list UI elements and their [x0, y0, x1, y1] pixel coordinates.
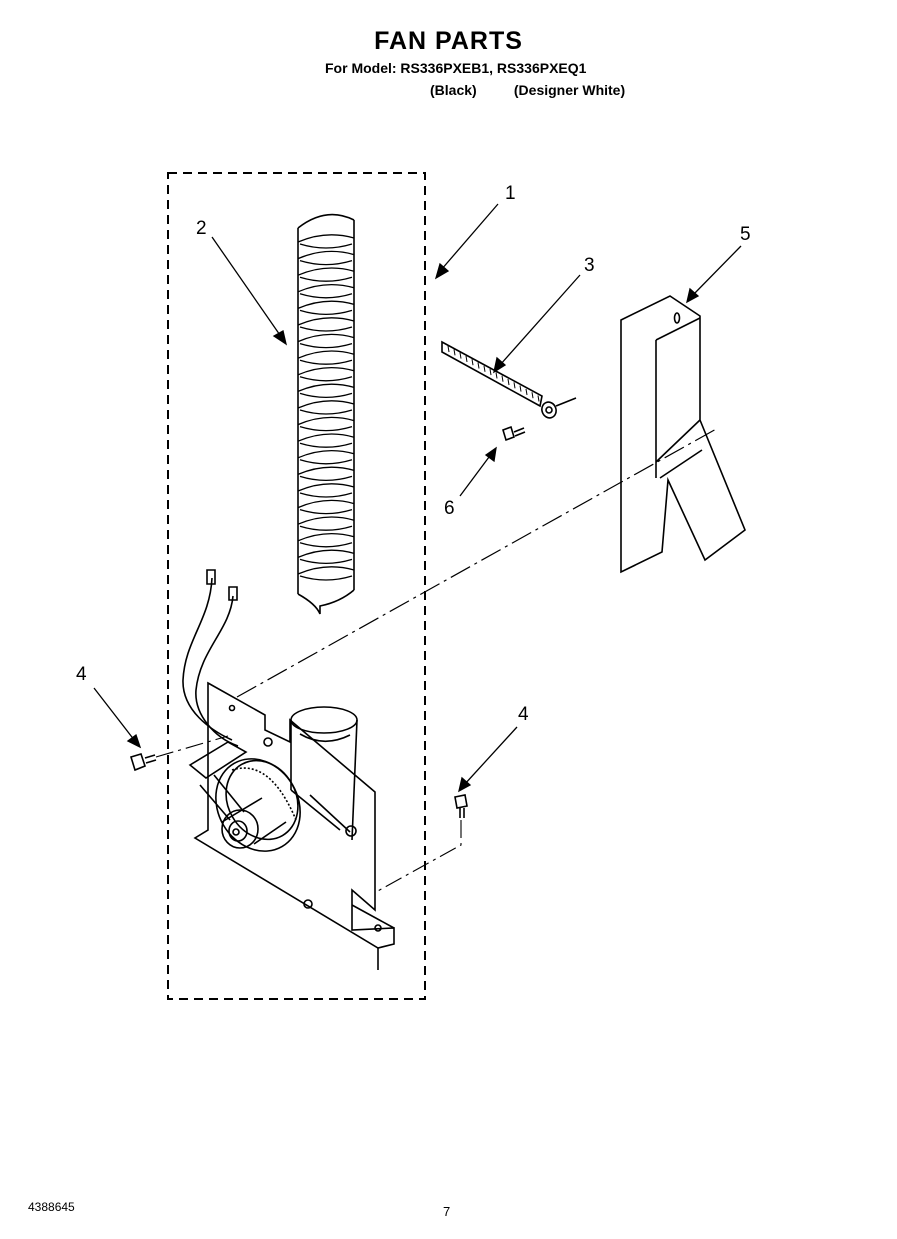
- tube-ring-shadow: [299, 392, 353, 399]
- tube-ring: [297, 267, 355, 276]
- tube-ring: [297, 283, 355, 293]
- tube-ring: [297, 234, 355, 243]
- tube-ring-shadow: [299, 525, 353, 531]
- tube-ring: [297, 383, 355, 392]
- tube-ring-shadow: [299, 575, 353, 581]
- tube-ring: [297, 532, 355, 542]
- tube-ring: [297, 449, 355, 459]
- color-white-label: (Designer White): [513, 82, 626, 98]
- tube-ring-shadow: [299, 508, 353, 515]
- callout-1: 1: [505, 183, 516, 204]
- tube-ring-shadow: [299, 259, 353, 266]
- strap-tick: [495, 372, 498, 379]
- tube-ring: [297, 549, 355, 558]
- tube-ring-shadow: [299, 558, 353, 565]
- tube-ring-shadow: [299, 475, 353, 482]
- assembly-boundary: [167, 172, 426, 1000]
- strap: [441, 340, 577, 419]
- page-number: 7: [443, 1204, 451, 1219]
- tube-ring-shadow: [299, 442, 353, 448]
- tube-ring: [297, 483, 355, 492]
- leader-lines: [93, 203, 742, 793]
- tube-ring-shadow: [299, 542, 353, 548]
- spiral-tube: [297, 213, 355, 615]
- strap-tick: [507, 378, 510, 386]
- color-black-label: (Black): [430, 82, 477, 98]
- tube-ring-shadow: [299, 359, 353, 365]
- tube-ring: [297, 300, 355, 309]
- tube-ring: [297, 333, 355, 343]
- color-line: (Black) (Designer White): [430, 82, 625, 98]
- tube-ring-shadow: [299, 293, 353, 299]
- tube-ring: [297, 566, 355, 575]
- tube-ring: [297, 433, 355, 442]
- callout-3: 3: [584, 255, 595, 276]
- page-title: FAN PARTS: [374, 27, 523, 55]
- callout-4-left: 4: [76, 664, 87, 685]
- strap-tick: [465, 355, 468, 362]
- tube-ring-shadow: [299, 309, 353, 316]
- callout-5: 5: [740, 224, 751, 245]
- tube-ring: [297, 250, 355, 260]
- tube-ring-shadow: [299, 376, 353, 382]
- strap-tick: [453, 349, 456, 356]
- strap-tick: [471, 359, 474, 366]
- strap-tick: [531, 392, 534, 399]
- tube-ring-shadow: [299, 492, 353, 498]
- header: FAN PARTS: [0, 26, 897, 56]
- screw-6: [502, 425, 526, 442]
- callout-2: 2: [196, 218, 207, 239]
- tube-ring-shadow: [299, 243, 353, 249]
- alignment-line: [236, 427, 719, 698]
- tube-ring: [297, 416, 355, 426]
- tube-ring-shadow: [299, 425, 353, 432]
- callout-4-right: 4: [518, 704, 529, 725]
- strap-tick: [525, 388, 528, 395]
- tube-ring: [297, 350, 355, 359]
- tube-ring-shadow: [299, 409, 353, 415]
- document-number: 4388645: [28, 1200, 75, 1214]
- screw-4-left: [129, 735, 229, 772]
- strap-tick: [513, 382, 516, 389]
- strap-tick: [459, 352, 462, 359]
- tube-ring: [297, 317, 355, 326]
- tube-ring-shadow: [299, 326, 353, 332]
- tube-ring: [297, 466, 355, 475]
- tube-ring: [297, 499, 355, 509]
- model-line: For Model: RS336PXEB1, RS336PXEQ1: [325, 60, 587, 76]
- tube-ring: [297, 516, 355, 525]
- screw-4-right: [375, 794, 468, 893]
- tube-ring: [297, 366, 355, 376]
- strap-tick: [519, 385, 522, 392]
- fan-motor-assembly: [182, 569, 395, 970]
- strap-tick: [477, 362, 480, 369]
- strap-tick: [501, 375, 504, 382]
- strap-tick: [537, 395, 540, 402]
- strap-tick: [483, 365, 486, 372]
- tube-ring: [297, 400, 355, 409]
- bracket: [620, 295, 746, 574]
- callout-6: 6: [444, 498, 455, 519]
- tube-ring-shadow: [299, 342, 353, 349]
- tube-ring-shadow: [299, 276, 353, 282]
- tube-ring-shadow: [299, 459, 353, 465]
- strap-tick: [489, 369, 492, 376]
- strap-tick: [447, 345, 450, 353]
